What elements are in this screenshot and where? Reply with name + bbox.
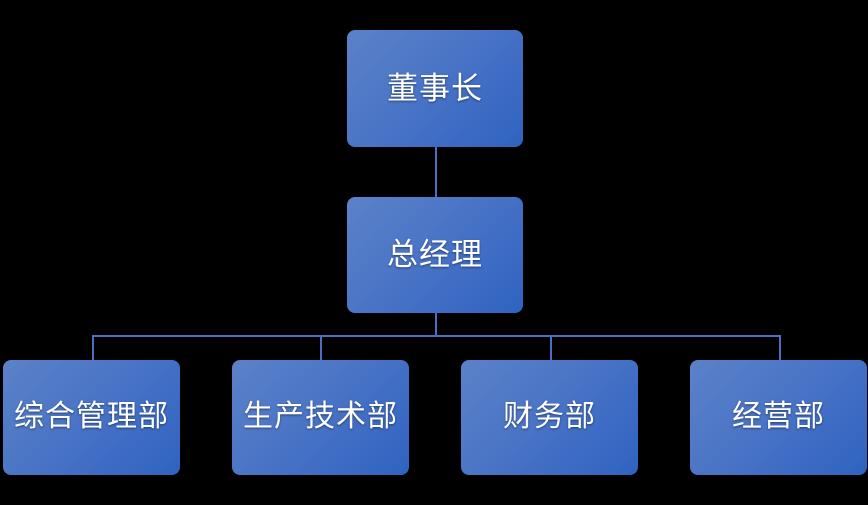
node-department-label: 财务部: [503, 400, 596, 434]
node-department-label: 综合管理部: [14, 400, 169, 434]
node-department-label: 经营部: [732, 400, 825, 434]
connector-drop-department-1: [92, 335, 94, 360]
node-department-production-technology[interactable]: 生产技术部: [232, 360, 409, 475]
node-general-manager[interactable]: 总经理: [347, 197, 523, 313]
connector-horizontal-bus: [92, 335, 781, 337]
node-chairman-label: 董事长: [387, 70, 483, 106]
node-department-operations[interactable]: 经营部: [690, 360, 867, 475]
connector-drop-department-3: [550, 335, 552, 360]
node-general-manager-label: 总经理: [387, 237, 483, 273]
connector-drop-department-4: [779, 335, 781, 360]
node-department-label: 生产技术部: [243, 400, 398, 434]
connector-drop-department-2: [320, 335, 322, 360]
connector-general-manager-to-bus: [435, 313, 437, 336]
node-chairman[interactable]: 董事长: [347, 30, 523, 147]
connector-chairman-to-general-manager: [435, 147, 437, 197]
node-department-comprehensive-management[interactable]: 综合管理部: [3, 360, 180, 475]
node-department-finance[interactable]: 财务部: [461, 360, 638, 475]
